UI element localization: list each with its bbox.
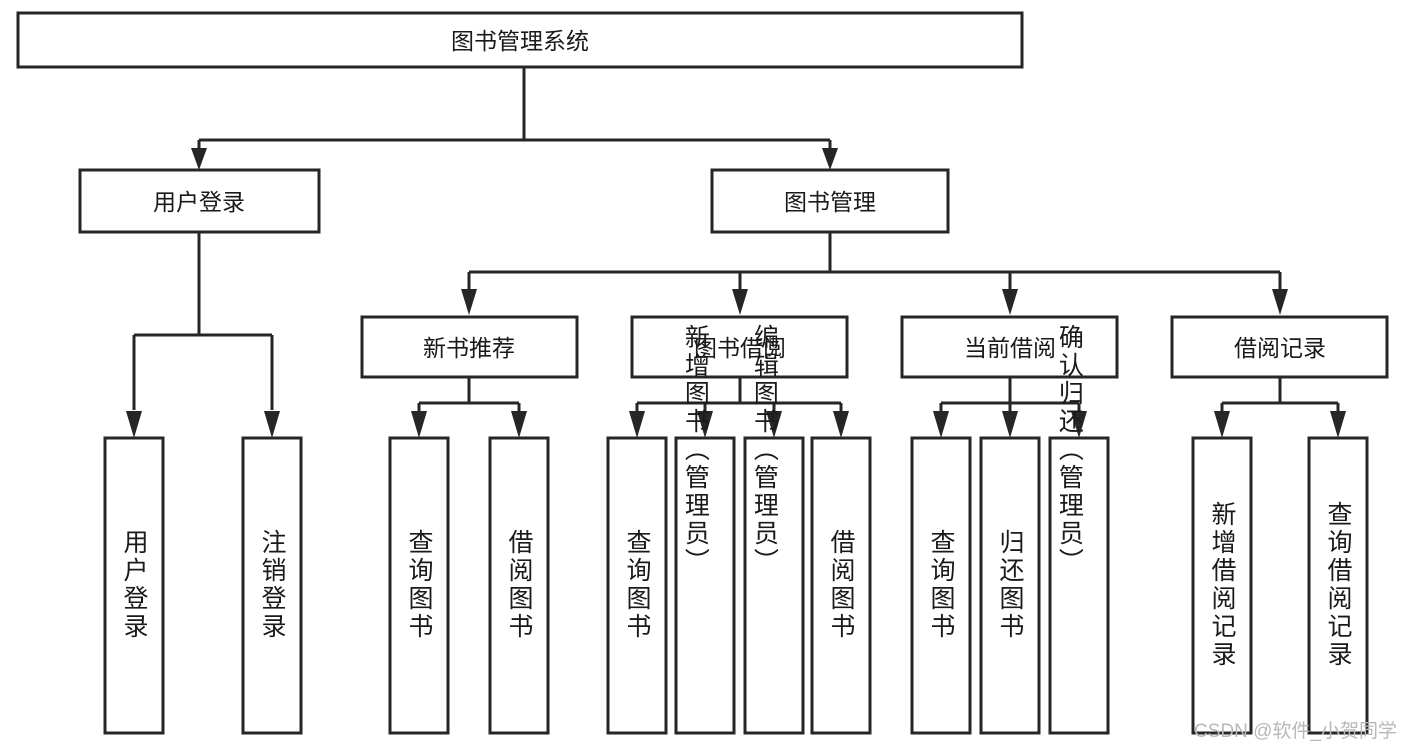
leaf-record-add-label: 新增借阅记录 [1208,501,1237,669]
node-book-management[interactable]: 图书管理 [710,168,950,234]
leaf-record-query-label: 查询借阅记录 [1324,501,1353,669]
leaf-user-login-login-box [103,436,165,735]
leaf-new-book-borrow-label: 借阅图书 [505,529,534,641]
node-current-borrow-box [900,315,1119,379]
arrow-root-to-bookmgmt [822,148,838,170]
arrow-bookmgmt-child-4 [1272,289,1288,315]
leaf-current-return-book-label: 归还图书 [996,529,1025,641]
leaf-borrow-add-book-label: 新增图书（管理员） [681,324,710,576]
node-book-borrow-box [630,315,849,379]
leaf-user-login-logout-box [241,436,303,735]
leaf-user-login-logout[interactable]: 注销登录 [241,436,303,735]
leaf-borrow-borrow-book-box [810,436,872,735]
leaf-current-query-book-box [910,436,972,735]
arrow-current-leaf-2 [1002,411,1018,438]
leaf-borrow-borrow-book[interactable]: 借阅图书 [810,436,872,735]
leaf-borrow-edit-book-label: 编辑图书（管理员） [750,324,779,576]
leaf-borrow-borrow-book-label: 借阅图书 [827,529,856,641]
arrow-userlogin-leaf-1 [126,411,142,438]
arrow-borrow-leaf-1 [629,411,645,438]
node-new-book-recommend-box [360,315,579,379]
leaf-user-login-logout-label: 注销登录 [258,529,287,641]
arrow-userlogin-leaf-2 [264,411,280,438]
leaf-new-book-borrow-box [488,436,550,735]
node-root-system[interactable]: 图书管理系统 [16,11,1024,69]
leaf-current-confirm-return[interactable]: 确认归还（管理员） [1048,324,1110,735]
arrow-record-leaf-1 [1214,411,1230,438]
leaf-record-query-box [1307,436,1369,735]
node-book-borrow[interactable]: 图书借阅 [630,315,849,379]
arrow-borrow-leaf-2 [697,411,713,438]
leaf-current-query-book[interactable]: 查询图书 [910,436,972,735]
node-user-login[interactable]: 用户登录 [78,168,321,234]
node-current-borrow-label: 当前借阅 [964,335,1056,361]
node-borrow-record[interactable]: 借阅记录 [1170,315,1389,379]
leaf-borrow-add-book-box [674,436,736,735]
arrow-root-to-userlogin [191,148,207,170]
leaf-record-query[interactable]: 查询借阅记录 [1307,436,1369,735]
leaf-borrow-edit-book[interactable]: 编辑图书（管理员） [743,324,805,735]
leaf-borrow-query-book[interactable]: 查询图书 [606,436,668,735]
leaf-user-login-login[interactable]: 用户登录 [103,436,165,735]
leaf-current-confirm-return-label: 确认归还（管理员） [1055,324,1084,576]
leaf-new-book-query-label: 查询图书 [405,529,434,641]
arrow-newbook-leaf-1 [411,411,427,438]
leaf-current-query-book-label: 查询图书 [927,529,956,641]
leaf-record-add[interactable]: 新增借阅记录 [1191,436,1253,735]
arrow-borrow-leaf-4 [833,411,849,438]
leaf-borrow-add-book[interactable]: 新增图书（管理员） [674,324,736,735]
leaf-current-return-book[interactable]: 归还图书 [979,436,1041,735]
arrow-borrow-leaf-3 [766,411,782,438]
node-user-login-box [78,168,321,234]
leaf-borrow-edit-book-box [743,436,805,735]
leaf-current-confirm-return-box [1048,436,1110,735]
node-new-book-recommend[interactable]: 新书推荐 [360,315,579,379]
leaf-user-login-login-label: 用户登录 [120,529,149,641]
leaf-new-book-query-box [388,436,450,735]
node-root-label: 图书管理系统 [451,28,589,54]
node-borrow-record-label: 借阅记录 [1234,335,1326,361]
arrow-bookmgmt-child-3 [1002,289,1018,315]
arrow-newbook-leaf-2 [511,411,527,438]
node-book-management-box [710,168,950,234]
node-user-login-label: 用户登录 [153,189,245,215]
arrow-bookmgmt-child-2 [732,289,748,315]
node-new-book-recommend-label: 新书推荐 [423,335,515,361]
node-book-management-label: 图书管理 [784,189,876,215]
node-root-box [16,11,1024,69]
node-borrow-record-box [1170,315,1389,379]
arrow-current-leaf-1 [933,411,949,438]
arrow-record-leaf-2 [1330,411,1346,438]
node-book-borrow-label: 图书借阅 [694,335,786,361]
leaf-borrow-query-book-box [606,436,668,735]
arrow-current-leaf-3 [1071,411,1087,438]
leaf-borrow-query-book-label: 查询图书 [623,529,652,641]
leaf-record-add-box [1191,436,1253,735]
arrow-bookmgmt-child-1 [461,289,477,315]
leaf-current-return-book-box [979,436,1041,735]
edges-layer [126,67,1346,438]
leaf-new-book-query[interactable]: 查询图书 [388,436,450,735]
node-current-borrow[interactable]: 当前借阅 [900,315,1119,379]
leaf-new-book-borrow[interactable]: 借阅图书 [488,436,550,735]
